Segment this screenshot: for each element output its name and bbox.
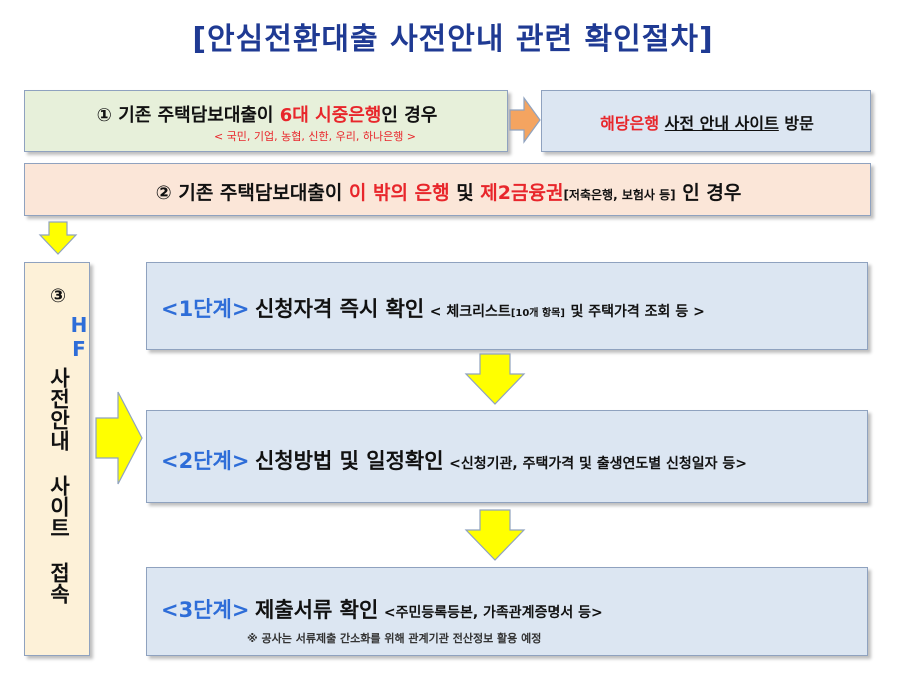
step-1-heading: 신청자격 즉시 확인 — [255, 297, 425, 321]
page-title: [안심전환대출 사전안내 관련 확인절차] — [192, 22, 714, 57]
case-3-number: ③ — [49, 285, 67, 307]
down-arrow-icon — [38, 221, 78, 255]
case-2-mid: 및 — [456, 182, 474, 204]
case-1-text: ① 기존 주택담보대출이 6대 시중은행인 경우 — [25, 101, 509, 127]
step-1-detail: < 체크리스트 — [429, 304, 511, 320]
step-1-detail-small: [10개 항목] — [510, 308, 565, 319]
action-bank: 해당은행 — [600, 114, 660, 133]
case-1-action-text: 해당은행 사전 안내 사이트 방문 — [542, 110, 872, 134]
case-2-small: [저축은행, 보험사 등] — [563, 188, 676, 202]
step-1-stage: <1단계> — [161, 297, 250, 321]
hf-site-column: ③ HF 사전안내 사이트 접속 — [24, 262, 91, 656]
case-1-box: ① 기존 주택담보대출이 6대 시중은행인 경우 < 국민, 기업, 농협, 신… — [24, 90, 508, 152]
down-arrow-icon — [464, 509, 526, 561]
step-3-note: ※ 공사는 서류제출 간소화를 위해 관계기관 전산정보 활용 예정 — [247, 632, 542, 645]
step-2-line: <2단계> 신청방법 및 일정확인 <신청기관, 주택가격 및 출생연도별 신청… — [161, 445, 747, 475]
case-2-highlight-2: 제2금융권 — [480, 182, 564, 204]
step-3-stage: <3단계> — [161, 598, 250, 622]
step-2-stage: <2단계> — [161, 449, 250, 473]
case-2-number: ② — [155, 182, 172, 204]
case-1-number: ① — [96, 105, 112, 126]
case-2-post: 인 경우 — [682, 182, 742, 204]
step-2-detail: <신청기관, 주택가격 및 출생연도별 신청일자 등> — [449, 456, 747, 472]
case-1-bank-list: < 국민, 기업, 농협, 신한, 우리, 하나은행 > — [213, 130, 417, 143]
step-1-line: <1단계> 신청자격 즉시 확인 < 체크리스트[10개 항목] 및 주택가격 … — [161, 293, 705, 323]
case-2-pre: 기존 주택담보대출이 — [178, 182, 343, 204]
case-1-pre: 기존 주택담보대출이 — [118, 105, 274, 126]
case-1-highlight: 6대 시중은행 — [279, 105, 382, 126]
step-3-heading: 제출서류 확인 — [255, 598, 379, 622]
case-2-text: ② 기존 주택담보대출이 이 밖의 은행 및 제2금융권[저축은행, 보험사 등… — [25, 178, 872, 205]
case-1-action-box: 해당은행 사전 안내 사이트 방문 — [541, 90, 871, 152]
action-post: 방문 — [784, 114, 814, 133]
step-3-detail: <주민등록등본, 가족관계증명서 등> — [383, 605, 603, 621]
orange-arrow-icon — [509, 96, 541, 144]
hf-site-label: 사전안내 사이트 접속 — [47, 367, 71, 604]
action-site: 사전 안내 사이트 — [664, 114, 779, 133]
step-2-heading: 신청방법 및 일정확인 — [255, 449, 444, 473]
step-2-box: <2단계> 신청방법 및 일정확인 <신청기관, 주택가격 및 출생연도별 신청… — [146, 410, 868, 503]
step-1-box: <1단계> 신청자격 즉시 확인 < 체크리스트[10개 항목] 및 주택가격 … — [146, 262, 868, 350]
down-arrow-icon — [464, 353, 526, 405]
case-2-box: ② 기존 주택담보대출이 이 밖의 은행 및 제2금융권[저축은행, 보험사 등… — [24, 163, 871, 216]
hf-logo-text: HF — [67, 313, 91, 361]
step-1-detail-post: 및 주택가격 조회 등 > — [570, 304, 705, 320]
case-2-highlight-1: 이 밖의 은행 — [348, 182, 450, 204]
right-arrow-icon — [95, 391, 143, 485]
step-3-line: <3단계> 제출서류 확인 <주민등록등본, 가족관계증명서 등> — [161, 594, 603, 624]
step-3-box: <3단계> 제출서류 확인 <주민등록등본, 가족관계증명서 등> ※ 공사는 … — [146, 567, 868, 656]
case-1-post: 인 경우 — [381, 105, 438, 126]
